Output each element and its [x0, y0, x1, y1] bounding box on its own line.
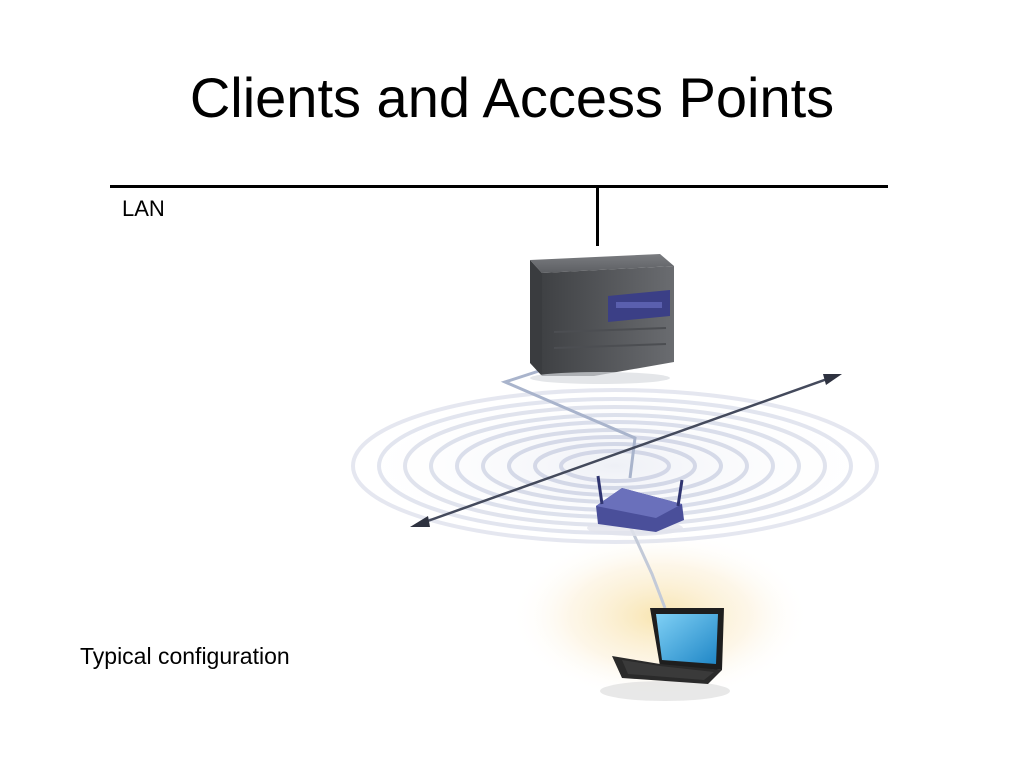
lan-backbone-line: [110, 185, 888, 188]
wireless-access-point-icon: [587, 475, 684, 536]
ap-to-laptop-cable: [628, 525, 667, 609]
laptop-icon: [600, 608, 730, 701]
diagram-caption: Typical configuration: [80, 643, 290, 669]
server-icon: [530, 254, 674, 384]
double-headed-arrow-icon: [410, 374, 842, 527]
network-diagram: [330, 236, 890, 716]
lan-label: LAN: [122, 196, 165, 221]
slide-title: Clients and Access Points: [189, 66, 835, 129]
lan-drop-line: [596, 186, 599, 246]
server-to-ap-cable: [500, 368, 637, 479]
